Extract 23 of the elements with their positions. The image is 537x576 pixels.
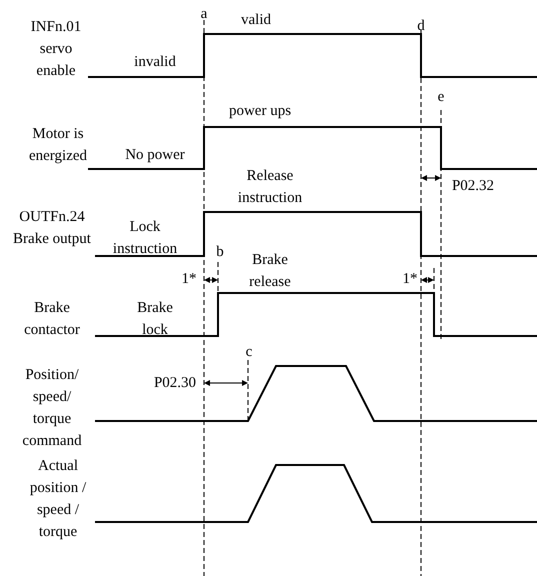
event-marker: d (416, 17, 426, 36)
signal-label: Motor is energized (28, 125, 88, 166)
event-marker: a (200, 5, 208, 24)
state-label: valid (240, 11, 272, 30)
parameter-label: 1* (402, 270, 418, 289)
state-label: invalid (133, 53, 177, 72)
event-marker: b (215, 243, 225, 262)
event-marker: c (244, 343, 254, 362)
signal-label: INFn.01 servo enable (30, 18, 82, 81)
signal-label: Brake contactor (23, 299, 81, 340)
parameter-label: P02.30 (152, 374, 198, 393)
state-label: Brake lock (136, 299, 174, 340)
state-label: Lock instruction (112, 218, 178, 259)
state-label: power ups (228, 102, 292, 121)
state-label: Brake release (248, 251, 292, 292)
parameter-label: P02.32 (450, 177, 496, 196)
signal-label: Position/ speed/ torque command (21, 366, 83, 451)
event-marker: e (436, 88, 446, 107)
state-label: No power (124, 146, 186, 165)
signal-label: OUTFn.24 Brake output (12, 208, 92, 249)
state-label: Release instruction (236, 167, 304, 208)
parameter-label: 1* (180, 270, 198, 289)
signal-label: Actual position / speed / torque (28, 457, 88, 542)
